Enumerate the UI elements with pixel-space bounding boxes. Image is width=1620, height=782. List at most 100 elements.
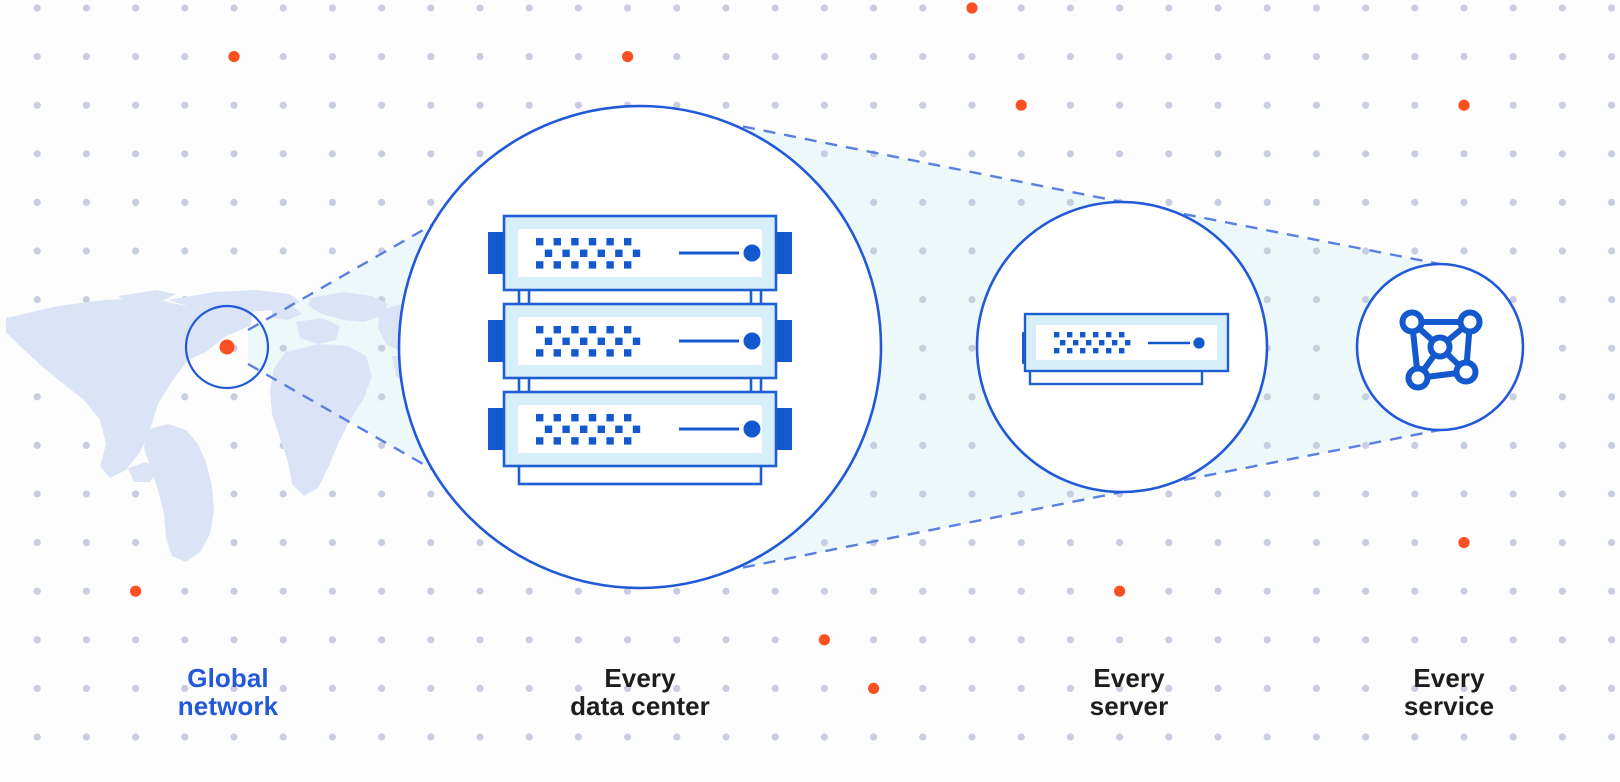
- grid-dot: [574, 587, 583, 595]
- grid-dot: [132, 636, 140, 644]
- grid-dot: [1362, 53, 1370, 61]
- grid-dot: [1509, 150, 1517, 158]
- grid-dot: [1116, 733, 1124, 741]
- grid-dot: [328, 53, 336, 61]
- grid-dot: [870, 441, 878, 449]
- grid-dot: [968, 393, 976, 401]
- server-ports: [1054, 332, 1131, 354]
- grid-dot: [1558, 539, 1566, 547]
- grid-dot: [1214, 4, 1222, 12]
- grid-dot: [1263, 539, 1271, 547]
- grid-dot: [1362, 441, 1370, 449]
- grid-dot: [82, 684, 90, 693]
- grid-dot: [279, 101, 287, 109]
- grid-dot: [968, 198, 976, 206]
- grid-dot: [1312, 296, 1320, 304]
- rack-side-tab-right: [774, 408, 792, 450]
- grid-dot: [476, 150, 484, 158]
- grid-dot: [1608, 539, 1616, 547]
- grid-dot: [919, 150, 927, 158]
- grid-dot: [378, 101, 386, 109]
- grid-dot: [673, 101, 681, 109]
- grid-dot: [1263, 4, 1271, 12]
- grid-dot: [919, 247, 927, 255]
- grid-dot: [968, 636, 976, 644]
- grid-dot: [82, 198, 90, 206]
- grid-dot: [427, 490, 435, 498]
- grid-dot: [1214, 733, 1222, 741]
- grid-dot: [1460, 4, 1468, 12]
- grid-dot: [1411, 587, 1419, 595]
- grid-dot: [230, 490, 238, 498]
- grid-dot: [870, 636, 878, 644]
- guide-top-mid: [639, 104, 1123, 204]
- grid-dot: [1312, 636, 1320, 644]
- grid-dot: [181, 247, 189, 255]
- grid-dot: [1460, 150, 1468, 158]
- grid-dot: [82, 636, 90, 644]
- grid-dot: [82, 101, 90, 109]
- grid-dot: [968, 587, 976, 595]
- server-group: [975, 200, 1269, 494]
- grid-dot: [771, 636, 779, 644]
- grid-dot: [1263, 636, 1271, 644]
- grid-dot: [476, 733, 484, 741]
- grid-dot: [1165, 684, 1173, 693]
- grid-dot: [870, 587, 878, 595]
- grid-dot: [378, 53, 386, 61]
- grid-dot: [1558, 247, 1566, 255]
- grid-dot: [1066, 490, 1074, 498]
- grid-dot: [1509, 198, 1517, 206]
- grid-dot: [1263, 393, 1271, 401]
- grid-dot: [378, 344, 386, 352]
- grid-dot: [1362, 150, 1370, 158]
- grid-dot: [1558, 587, 1566, 595]
- grid-dot: [1312, 53, 1320, 61]
- grid-dot-highlight: [622, 51, 634, 63]
- grid-dot: [525, 636, 533, 644]
- grid-dot: [33, 101, 41, 109]
- data-center-circle-outline: [397, 104, 883, 590]
- grid-dot: [919, 587, 927, 595]
- grid-dot: [968, 53, 976, 61]
- grid-dot: [1509, 296, 1517, 304]
- grid-dot: [722, 4, 730, 12]
- grid-dot: [1066, 539, 1074, 547]
- grid-dot: [181, 393, 189, 401]
- grid-dot: [1312, 587, 1320, 595]
- grid-dot: [771, 4, 779, 12]
- grid-dot: [33, 393, 41, 401]
- rack-unit-ports: [536, 414, 641, 445]
- service-circle-outline: [1355, 262, 1525, 432]
- grid-dot: [476, 53, 484, 61]
- grid-dot: [1608, 150, 1616, 158]
- grid-dot: [1558, 393, 1566, 401]
- grid-dot: [1460, 198, 1468, 206]
- grid-dot: [1608, 636, 1616, 644]
- grid-dot: [33, 296, 41, 304]
- grid-dot: [624, 684, 632, 693]
- grid-dot: [870, 101, 878, 109]
- grid-dot: [968, 296, 976, 304]
- grid-dot: [1411, 247, 1419, 255]
- grid-dot: [378, 441, 386, 449]
- grid-dot: [279, 636, 287, 644]
- grid-dot: [1214, 150, 1222, 158]
- grid-dot: [1017, 150, 1025, 158]
- grid-dot: [279, 733, 287, 741]
- grid-dot: [1116, 539, 1124, 547]
- grid-dot: [230, 441, 238, 449]
- grid-dot: [1263, 587, 1271, 595]
- grid-dot: [1558, 53, 1566, 61]
- grid-dot: [1558, 684, 1566, 693]
- grid-dot: [1165, 733, 1173, 741]
- grid-dot: [1165, 4, 1173, 12]
- grid-dot: [1509, 441, 1517, 449]
- grid-dot: [1214, 101, 1222, 109]
- grid-dot: [1066, 101, 1074, 109]
- grid-dot-highlight: [1458, 537, 1470, 549]
- grid-dot: [919, 101, 927, 109]
- grid-dot: [1165, 101, 1173, 109]
- grid-dot: [378, 684, 386, 693]
- grid-dot: [1214, 539, 1222, 547]
